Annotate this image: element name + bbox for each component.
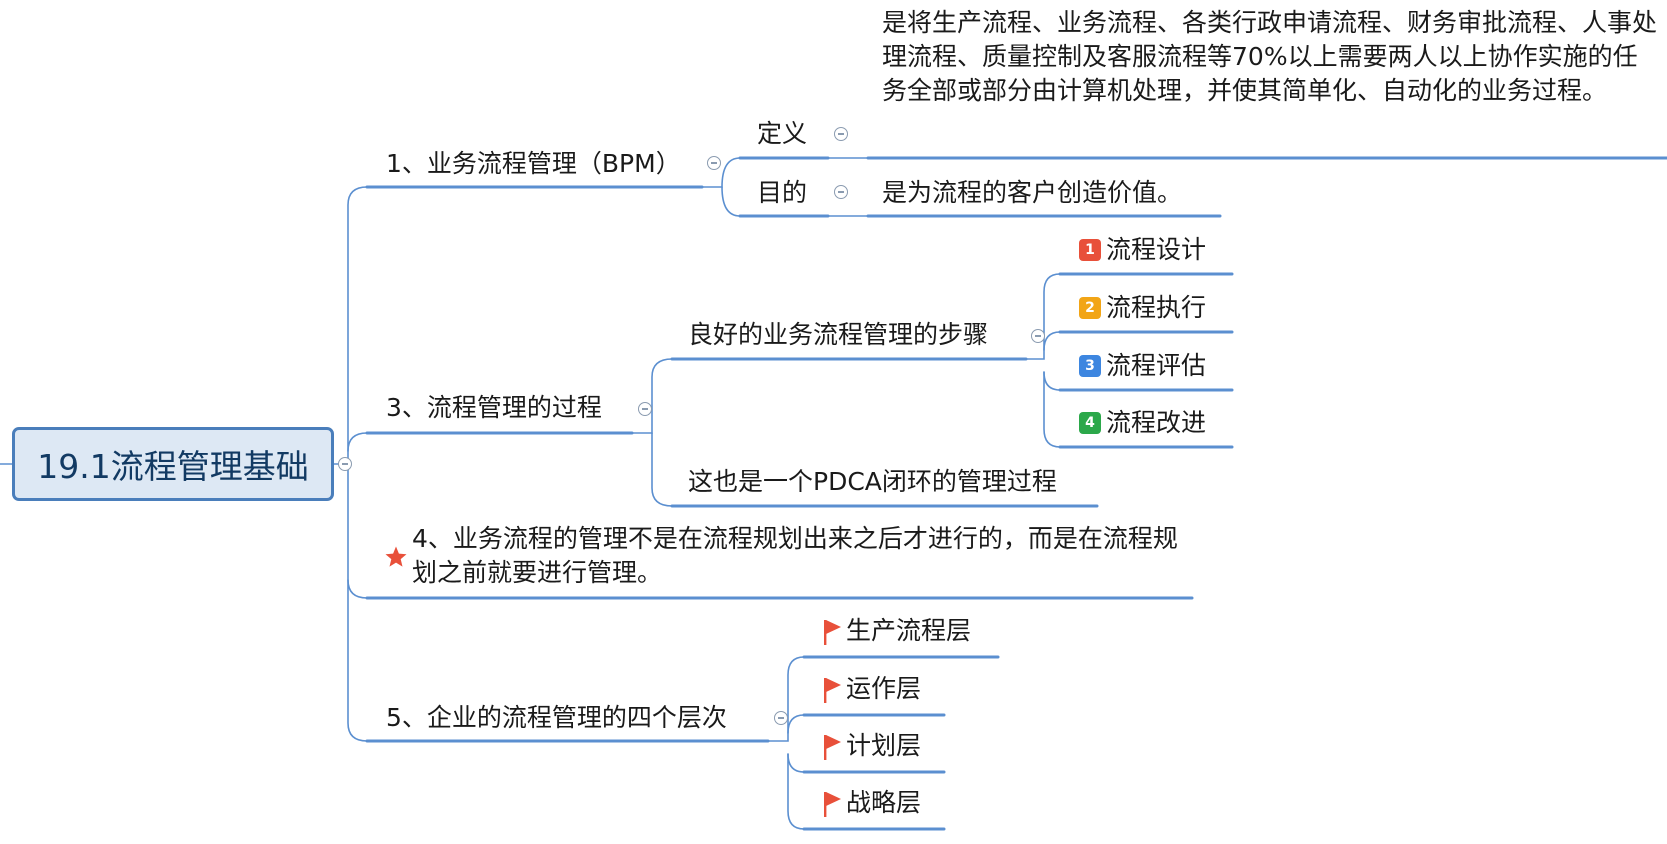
level-item-4[interactable]: 战略层	[846, 788, 922, 817]
link-root-bpm	[347, 186, 368, 465]
topic-pdca[interactable]: 这也是一个PDCA闭环的管理过程	[688, 467, 1057, 496]
topic-steps[interactable]: 良好的业务流程管理的步骤	[688, 320, 989, 349]
root-topic[interactable]: 19.1流程管理基础	[12, 427, 334, 501]
priority-3-icon: 3	[1079, 355, 1101, 377]
root-collapse-icon[interactable]	[338, 457, 352, 471]
purpose-text[interactable]: 是为流程的客户创造价值。	[882, 178, 1183, 207]
bpm-collapse-icon[interactable]	[707, 156, 721, 170]
levels-collapse-icon[interactable]	[774, 711, 788, 725]
link-process-steps	[631, 358, 673, 434]
link-levels-items	[767, 656, 805, 742]
priority-1-icon: 1	[1079, 239, 1101, 261]
star-icon	[385, 546, 407, 567]
flag-icon	[824, 678, 841, 703]
level-item-2[interactable]: 运作层	[846, 674, 922, 703]
level-item-3[interactable]: 计划层	[846, 731, 922, 760]
level-item-1[interactable]: 生产流程层	[846, 616, 972, 645]
priority-4-icon: 4	[1079, 412, 1101, 434]
flag-icon	[824, 620, 841, 645]
link-root-levels	[347, 579, 368, 742]
process-collapse-icon[interactable]	[638, 402, 652, 416]
topic-process[interactable]: 3、流程管理的过程	[386, 393, 602, 422]
purpose-collapse-icon[interactable]	[834, 185, 848, 199]
step-item-4[interactable]: 流程改进	[1106, 408, 1207, 437]
link-root-process	[347, 432, 368, 452]
topic-note[interactable]: 4、业务流程的管理不是在流程规划出来之后才进行的，而是在流程规划之前就要进行管理…	[412, 524, 1178, 587]
topic-definition[interactable]: 定义	[757, 119, 808, 148]
topic-bpm[interactable]: 1、业务流程管理（BPM）	[386, 149, 681, 178]
link-process-pdca	[651, 432, 673, 507]
priority-2-icon: 2	[1079, 297, 1101, 319]
step-item-1[interactable]: 流程设计	[1106, 235, 1207, 264]
link-steps-items	[1025, 273, 1061, 360]
flag-icon	[824, 792, 841, 817]
topic-levels[interactable]: 5、企业的流程管理的四个层次	[386, 703, 727, 732]
link-root-note	[347, 463, 368, 599]
link-bpm-purpose	[721, 186, 741, 217]
flag-icon	[824, 735, 841, 760]
step-item-2[interactable]: 流程执行	[1106, 293, 1207, 322]
definition-collapse-icon[interactable]	[834, 127, 848, 141]
topic-purpose[interactable]: 目的	[757, 178, 808, 207]
step-item-3[interactable]: 流程评估	[1106, 351, 1207, 380]
root-topic-label: 19.1流程管理基础	[37, 447, 309, 486]
steps-collapse-icon[interactable]	[1031, 329, 1045, 343]
definition-text[interactable]: 是将生产流程、业务流程、各类行政申请流程、财务审批流程、人事处理流程、质量控制及…	[882, 8, 1658, 105]
